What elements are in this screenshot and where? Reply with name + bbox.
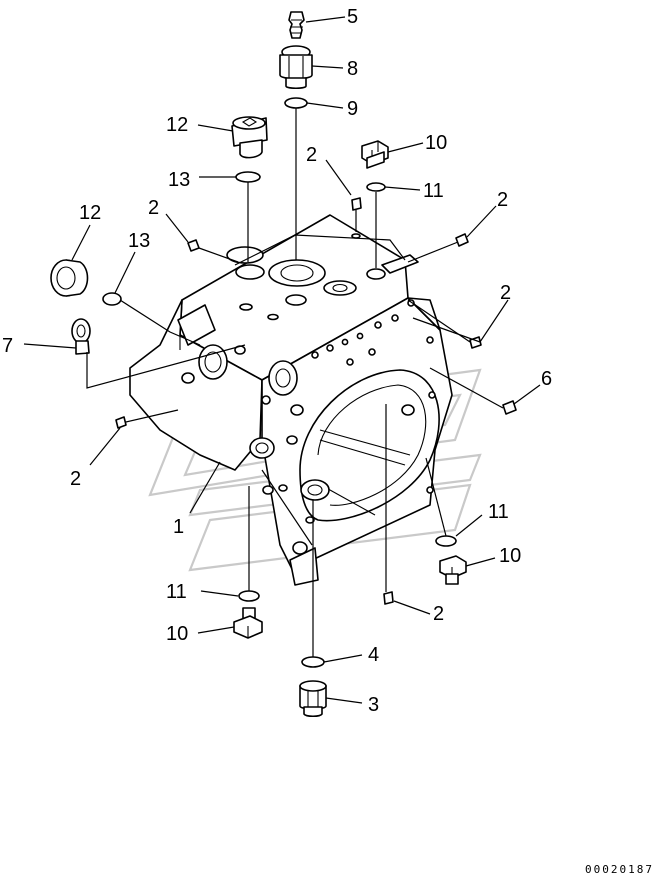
part-13-oring-left	[102, 292, 122, 306]
callout-11-upper: 11	[423, 180, 444, 202]
callout-13-upper: 13	[168, 169, 190, 191]
callout-2-top: 2	[306, 144, 317, 166]
part-5-fitting	[288, 11, 305, 39]
callout-11-lower: 11	[166, 581, 187, 603]
part-4-oring	[301, 656, 325, 668]
part-2-plug-c	[455, 233, 469, 247]
part-2-plug-f	[383, 591, 394, 605]
part-3-plug	[299, 680, 327, 718]
callout-4: 4	[368, 644, 379, 666]
callout-10-lower: 10	[166, 623, 188, 645]
part-2-plug-e	[115, 416, 127, 429]
part-7-eyebolt	[71, 318, 91, 355]
callout-5: 5	[347, 6, 358, 28]
part-2-plug-b	[187, 239, 200, 252]
part-11-oring-lower	[238, 590, 260, 602]
callout-3: 3	[368, 694, 379, 716]
callout-10-upper: 10	[425, 132, 447, 154]
part-10-bolt-lower	[233, 607, 263, 639]
callout-2-right-mid: 2	[500, 282, 511, 304]
callout-2-bottom: 2	[433, 603, 444, 625]
part-8-plug	[279, 45, 313, 90]
part-6-plug	[502, 400, 517, 415]
document-number: 00020187	[585, 863, 654, 876]
part-10-bolt-right	[439, 555, 467, 585]
part-12-plug-left	[50, 259, 89, 297]
callout-8: 8	[347, 58, 358, 80]
callout-10-right: 10	[499, 545, 521, 567]
part-10-bolt-upper	[361, 140, 389, 169]
callout-2-right-top: 2	[497, 189, 508, 211]
callout-9: 9	[347, 98, 358, 120]
part-11-oring-upper	[366, 182, 386, 192]
callout-7: 7	[2, 335, 13, 357]
main-housing	[129, 214, 453, 586]
callout-12-left: 12	[79, 202, 101, 224]
callout-6: 6	[541, 368, 552, 390]
callout-labels: 5 8 9 12 10 2 13 11 2 2 12 13 2 7 6 2 1 …	[2, 6, 552, 716]
callout-1: 1	[173, 516, 184, 538]
part-12-plug-upper	[231, 116, 268, 159]
part-11-oring-right	[435, 535, 457, 547]
callout-2-left-top: 2	[148, 197, 159, 219]
callout-13-left: 13	[128, 230, 150, 252]
callout-11-right: 11	[488, 501, 509, 523]
part-9-oring	[284, 97, 308, 109]
callout-12-upper: 12	[166, 114, 188, 136]
part-13-oring-upper	[235, 171, 261, 183]
part-2-plug-a	[351, 197, 362, 211]
callout-2-left-bottom: 2	[70, 468, 81, 490]
assembly-lines	[86, 108, 504, 657]
callout-leaders	[23, 16, 541, 704]
